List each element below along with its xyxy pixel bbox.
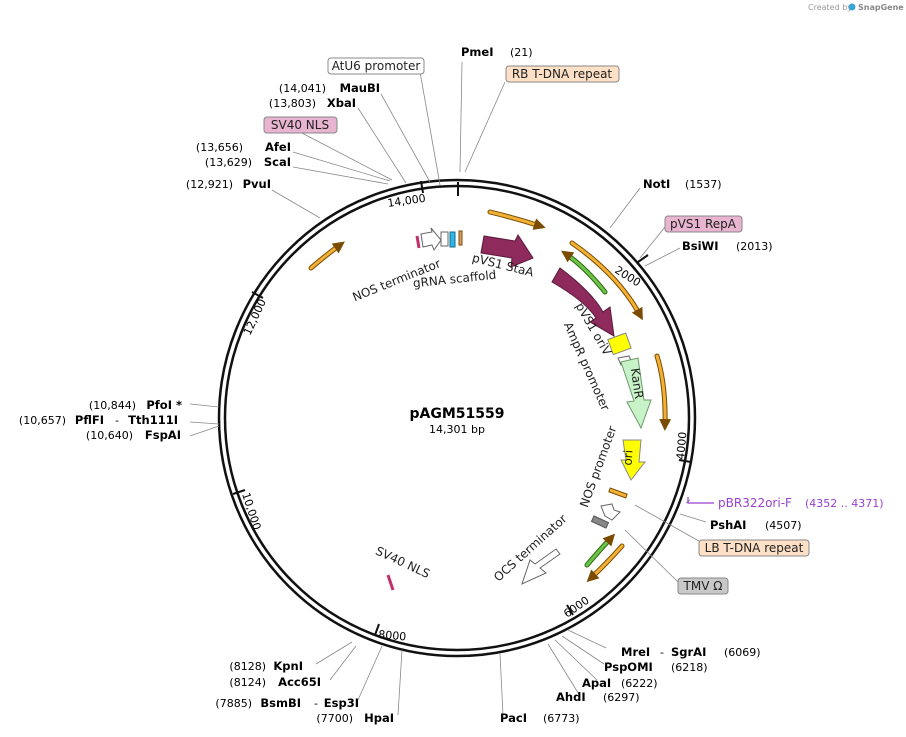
site-scai-pos: (13,629)	[205, 156, 252, 169]
site-noti-pos: (1537)	[685, 178, 722, 191]
site-apai[interactable]: ApaI	[582, 676, 611, 690]
site-mrei[interactable]: MreI	[621, 645, 650, 659]
feature-nos-promoter-arrow[interactable]	[600, 503, 621, 521]
site-mrei-sep: -	[660, 646, 664, 659]
feature-atu6-marker	[440, 231, 449, 247]
tick-label-14000: 14,000	[387, 192, 427, 210]
plasmid-size: 14,301 bp	[429, 423, 485, 436]
label-sv40-nls-inner[interactable]: SV40 NLS	[373, 544, 432, 581]
primer-arrow-icon	[687, 497, 714, 504]
site-pvui-pos: (12,921)	[186, 178, 233, 191]
atu6-box	[327, 57, 425, 75]
site-pflfi-sep: -	[115, 414, 119, 427]
site-ahdi-pos: (6297)	[603, 691, 640, 704]
site-pvui[interactable]: PvuI	[243, 177, 271, 191]
brand-text: SnapGene	[858, 3, 904, 12]
rb-box	[505, 65, 620, 83]
site-esp3i[interactable]: Esp3I	[324, 696, 359, 710]
site-ahdi[interactable]: AhdI	[556, 690, 586, 704]
repa-box	[664, 215, 743, 233]
site-bsmbi-sep: -	[314, 697, 318, 710]
site-paci-pos: (6773)	[543, 712, 580, 725]
site-pshai-pos: (4507)	[765, 519, 802, 532]
site-acc65i[interactable]: Acc65I	[278, 675, 321, 689]
site-maubi[interactable]: MauBI	[340, 81, 380, 95]
feature-pvs1-repa[interactable]: pVS1 RepA	[670, 217, 737, 231]
leader-lines	[189, 61, 707, 716]
site-kpni[interactable]: KpnI	[273, 659, 303, 673]
tick-label-8000: 8000	[378, 628, 407, 643]
site-bsiwi[interactable]: BsiWI	[682, 239, 719, 253]
feature-pvs1-staa-arrow[interactable]	[480, 233, 534, 268]
site-pfoi[interactable]: PfoI *	[146, 398, 182, 412]
site-xbai-pos: (13,803)	[269, 97, 316, 110]
label-nos-promoter[interactable]: NOS promoter	[577, 424, 619, 509]
site-hpai[interactable]: HpaI	[364, 711, 394, 725]
site-bsmbi[interactable]: BsmBI	[260, 696, 301, 710]
feature-lb-tdna-repeat[interactable]: LB T-DNA repeat	[705, 541, 804, 555]
feature-tmv-marker	[590, 515, 610, 529]
feature-nos-terminator-arrow[interactable]	[420, 227, 442, 252]
tick-label-10000: 10,000	[239, 491, 263, 532]
feature-pvs1-oriv-arrow[interactable]	[551, 267, 615, 337]
feature-sv40-nls-inner-marker	[386, 574, 395, 591]
site-fspai-pos: (10,640)	[86, 429, 133, 442]
site-paci[interactable]: PacI	[500, 711, 527, 725]
site-pflfi[interactable]: PflFI	[75, 413, 104, 427]
site-sgrai[interactable]: SgrAI	[671, 645, 706, 659]
sv40-nls-box	[263, 116, 338, 134]
feature-lb-marker	[608, 487, 628, 499]
site-noti[interactable]: NotI	[643, 177, 670, 191]
tick-label-12000: 12,000	[241, 297, 269, 337]
feature-rb-marker	[458, 230, 463, 246]
site-kpni-pos: (8128)	[229, 660, 266, 673]
backbone-outer	[217, 178, 697, 658]
site-pmei[interactable]: PmeI	[461, 45, 494, 59]
feature-atu6-promoter[interactable]: AtU6 promoter	[332, 59, 421, 73]
feature-ori-arrow[interactable]	[620, 439, 647, 481]
feature-rb-tdna-repeat[interactable]: RB T-DNA repeat	[512, 67, 613, 81]
snapgene-logo-icon	[848, 3, 856, 11]
feature-ocs-terminator-arrow[interactable]	[521, 548, 561, 585]
site-pflfi-pos: (10,657)	[19, 414, 66, 427]
tmv-box	[677, 577, 729, 595]
tick-label-4000: 4000	[674, 431, 689, 460]
site-hpai-pos: (7700)	[316, 712, 353, 725]
feature-grna-scaffold-marker	[449, 231, 456, 248]
site-pfoi-pos: (10,844)	[89, 399, 136, 412]
primer-range: (4352 .. 4371)	[805, 497, 884, 510]
lb-box	[698, 539, 810, 557]
site-maubi-pos: (14,041)	[279, 82, 326, 95]
site-apai-pos: (6222)	[621, 677, 658, 690]
site-pspomi-pos: (6218)	[671, 661, 708, 674]
feature-sv40-nls-label[interactable]: SV40 NLS	[271, 118, 329, 132]
site-mrei-pos: (6069)	[724, 646, 761, 659]
feature-tmv-omega[interactable]: TMV Ω	[683, 579, 723, 593]
site-afei[interactable]: AfeI	[265, 140, 291, 154]
site-pspomi[interactable]: PspOMI	[604, 660, 653, 674]
site-xbai[interactable]: XbaI	[327, 96, 356, 110]
primer-name[interactable]: pBR322ori-F	[718, 496, 792, 510]
site-bsiwi-pos: (2013)	[736, 240, 773, 253]
plasmid-name: pAGM51559	[410, 406, 505, 422]
feature-ampr-promoter-box[interactable]	[607, 332, 632, 356]
site-pshai[interactable]: PshAI	[710, 518, 746, 532]
site-bsmbi-pos: (7885)	[215, 697, 252, 710]
feature-arcs	[308, 209, 672, 583]
site-tth111i[interactable]: Tth111I	[128, 413, 178, 427]
credit-text: Created by	[808, 3, 852, 12]
feature-kanr-arrow[interactable]	[620, 357, 652, 430]
site-fspai[interactable]: FspAI	[145, 428, 181, 442]
label-ori[interactable]: ori	[620, 449, 635, 466]
site-scai[interactable]: ScaI	[264, 155, 291, 169]
label-kanr[interactable]: KanR	[628, 367, 646, 400]
site-afei-pos: (13,656)	[196, 141, 243, 154]
feature-sv40-nls-marker	[415, 235, 421, 249]
tick-marks	[232, 180, 692, 636]
site-pmei-pos: (21)	[510, 46, 533, 59]
site-acc65i-pos: (8124)	[229, 676, 266, 689]
